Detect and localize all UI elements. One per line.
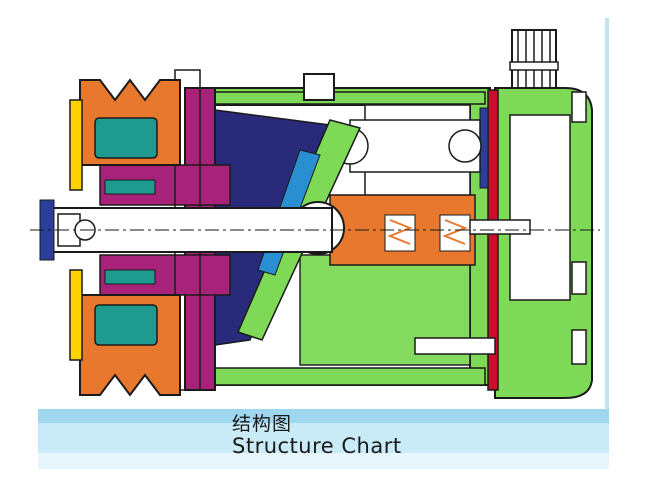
valve-plate-icon: [479, 89, 499, 391]
piston-icon: [329, 119, 531, 355]
service-fitting-icon: [303, 29, 559, 101]
rear-head-icon: [494, 87, 593, 399]
clutch-coil-icon: [94, 117, 158, 346]
caption-stripe: [38, 453, 609, 469]
caption: 结构图 Structure Chart: [232, 413, 402, 458]
drive-shaft-icon: [30, 199, 600, 261]
caption-stripe: [38, 423, 609, 453]
caption-title-zh: 结构图: [232, 413, 293, 435]
caption-stripe: [38, 409, 609, 423]
caption-title-en: Structure Chart: [232, 433, 402, 458]
accent-bar: [605, 18, 609, 413]
caption-band: [38, 409, 609, 469]
